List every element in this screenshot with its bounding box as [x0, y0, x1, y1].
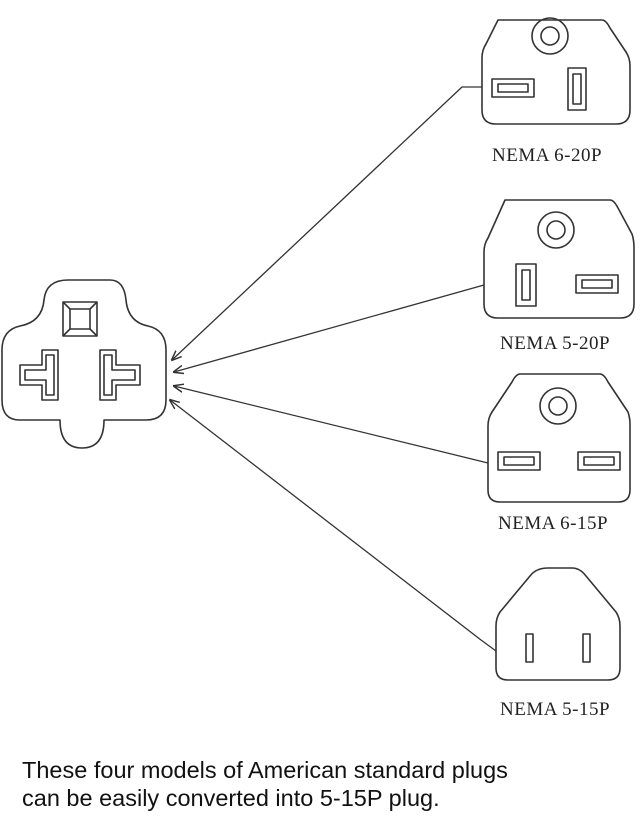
arrow-from-5-20p — [174, 284, 485, 372]
ground-pin-circle — [531, 17, 569, 55]
right-t-slot — [99, 349, 141, 401]
ground-slot — [62, 301, 98, 337]
vertical-blade — [567, 67, 587, 111]
plug-nema-6-20p — [481, 17, 631, 125]
arrow-from-6-20p — [172, 86, 482, 360]
plug-5-15p-outline — [495, 567, 621, 681]
left-blade — [525, 633, 534, 663]
label-nema-6-20p: NEMA 6-20P — [492, 145, 602, 166]
label-nema-5-20p: NEMA 5-20P — [500, 333, 610, 354]
horizontal-blade — [575, 274, 619, 294]
caption-line-1: These four models of American standard p… — [22, 757, 508, 783]
vertical-blade — [515, 263, 537, 307]
plug-nema-5-15p — [495, 567, 621, 681]
plug-6-20p-outline — [481, 19, 631, 125]
conversion-arrows — [170, 86, 497, 652]
left-horizontal-blade — [497, 451, 541, 471]
ground-pin-circle — [537, 211, 575, 249]
left-t-slot — [19, 349, 59, 401]
caption-line-2: can be easily converted into 5-15P plug. — [22, 785, 440, 811]
right-blade — [582, 633, 591, 663]
horizontal-blade — [491, 78, 535, 98]
label-nema-6-15p: NEMA 6-15P — [498, 513, 608, 534]
universal-socket-outlet — [1, 279, 167, 449]
socket-body-outline — [1, 279, 167, 449]
caption: These four models of American standard p… — [22, 756, 640, 812]
arrow-from-5-15p — [170, 400, 497, 652]
plug-nema-6-15p — [487, 373, 631, 503]
label-nema-5-15p: NEMA 5-15P — [500, 699, 610, 720]
ground-pin-circle — [539, 387, 577, 425]
right-horizontal-blade — [577, 451, 621, 471]
plug-6-15p-outline — [487, 373, 631, 503]
arrow-from-6-15p — [174, 386, 489, 464]
plug-conversion-diagram: NEMA 6-20P NEMA 5-20P NEMA 6-15P NEMA 5-… — [1, 17, 635, 720]
plug-nema-5-20p — [483, 199, 635, 319]
plug-5-20p-outline — [483, 199, 635, 319]
